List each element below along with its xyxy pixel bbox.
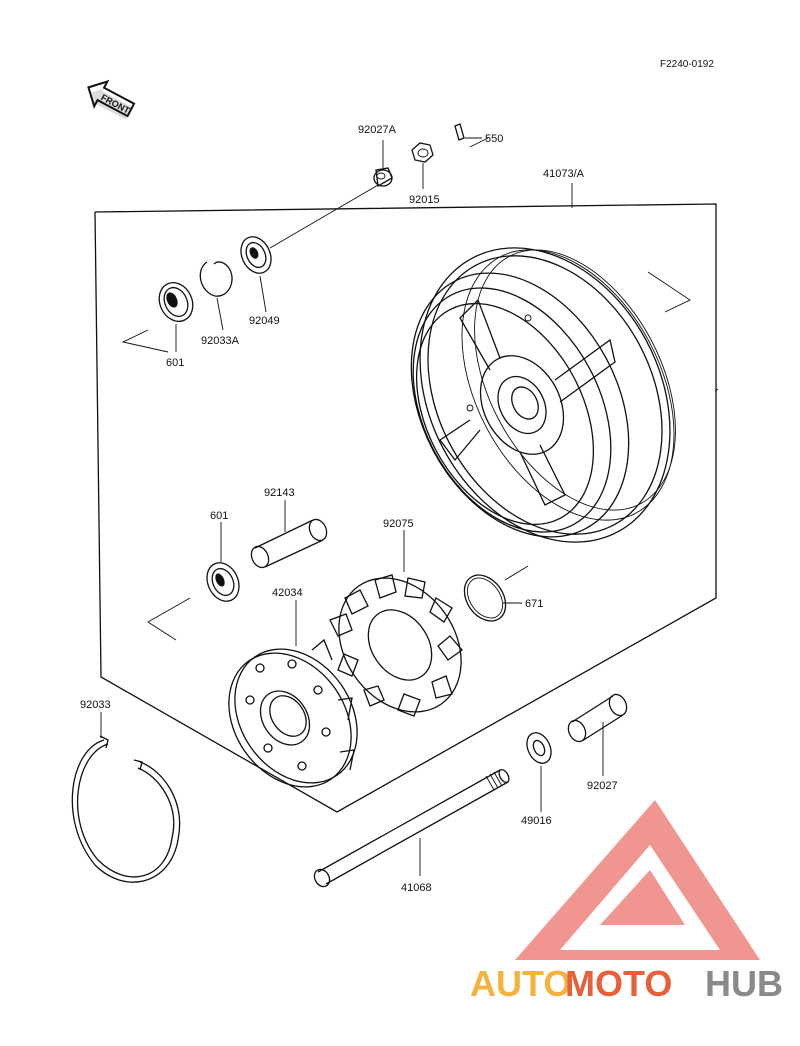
sleeve-92143 bbox=[250, 500, 328, 569]
bearing-601-top bbox=[158, 282, 194, 352]
label-671: 671 bbox=[525, 598, 543, 610]
label-601-bottom: 601 bbox=[210, 510, 228, 522]
label-92143: 92143 bbox=[264, 487, 295, 499]
damper-92075 bbox=[329, 530, 463, 717]
logo-hub: HUB bbox=[705, 963, 783, 1004]
collar-92027a bbox=[373, 140, 393, 188]
label-41073a: 41073/A bbox=[543, 168, 585, 180]
label-42034: 42034 bbox=[272, 587, 303, 599]
circlip-92033 bbox=[71, 712, 181, 883]
label-92015: 92015 bbox=[409, 194, 440, 206]
front-arrow-icon: FRONT bbox=[87, 79, 136, 120]
logo-moto: MOTO bbox=[565, 963, 672, 1004]
label-92033: 92033 bbox=[80, 699, 111, 711]
label-92075: 92075 bbox=[383, 518, 414, 530]
coupling-42034 bbox=[228, 600, 358, 788]
label-601-top: 601 bbox=[166, 357, 184, 369]
seal-92049 bbox=[240, 236, 272, 313]
label-92049: 92049 bbox=[249, 315, 280, 327]
assembly-outline bbox=[94, 203, 717, 813]
label-92027a: 92027A bbox=[358, 124, 397, 136]
cotter-pin-550 bbox=[454, 123, 482, 141]
label-550: 550 bbox=[485, 133, 503, 145]
label-49016: 49016 bbox=[521, 815, 552, 827]
nut-92015 bbox=[411, 142, 434, 189]
o-ring-671 bbox=[463, 574, 522, 622]
washer-49016 bbox=[526, 732, 552, 812]
wheel-41073a bbox=[410, 247, 676, 543]
axle-41068 bbox=[313, 768, 510, 888]
figure-id: F2240-0192 bbox=[660, 59, 714, 70]
automotohub-logo: AUTO MOTO HUB bbox=[470, 800, 783, 1004]
label-92033a: 92033A bbox=[201, 335, 240, 347]
axis-lines bbox=[121, 137, 719, 641]
sleeve-92027 bbox=[567, 693, 628, 776]
label-41068: 41068 bbox=[401, 882, 432, 894]
label-92027: 92027 bbox=[587, 780, 618, 792]
logo-auto: AUTO bbox=[470, 963, 571, 1004]
circlip-92033a bbox=[199, 261, 233, 331]
bearing-601-bottom bbox=[206, 522, 240, 602]
